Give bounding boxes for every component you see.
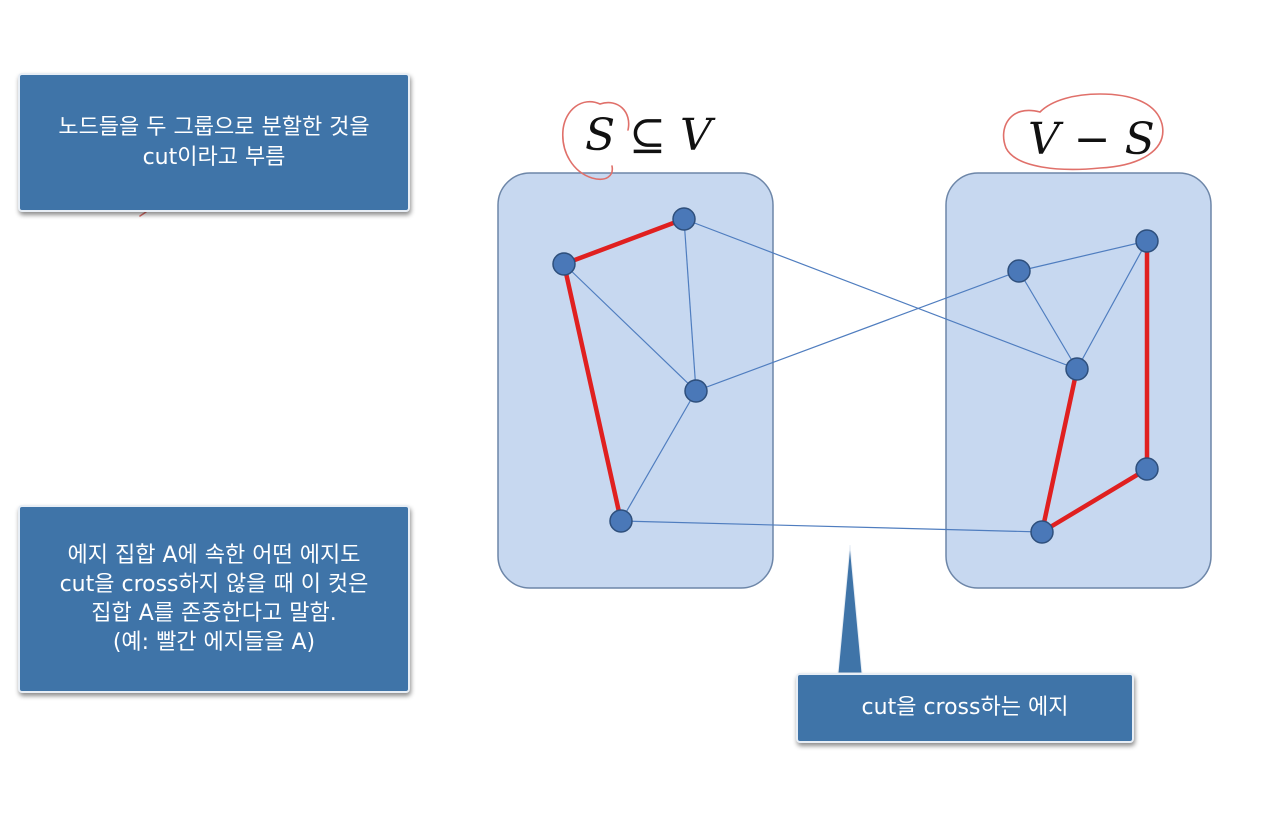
node xyxy=(684,379,708,403)
edge xyxy=(563,263,697,392)
crossing-edge xyxy=(683,218,1078,370)
node xyxy=(1065,357,1089,381)
callout-respect-definition: 에지 집합 A에 속한 어떤 에지도 cut을 cross하지 않을 때 이 컷… xyxy=(18,505,410,693)
node xyxy=(609,509,633,533)
graph-edges xyxy=(563,218,1148,533)
callout-crossing-edge: cut을 cross하는 에지 xyxy=(796,673,1134,743)
edges-in-a xyxy=(561,216,1150,535)
set-label-v-minus-s: V − S xyxy=(1028,114,1155,165)
set-label-s-subset-v: S ⊆ V xyxy=(585,110,712,161)
crossing-edge xyxy=(620,520,1043,533)
crossing-edge xyxy=(695,270,1020,392)
node xyxy=(672,207,696,231)
edge-in-a xyxy=(1039,366,1080,535)
edge-in-a xyxy=(561,261,624,524)
callout-crossing-edge-text: cut을 cross하는 에지 xyxy=(861,695,1069,721)
callout-cut-definition: 노드들을 두 그룹으로 분할한 것을 cut이라고 부름 xyxy=(18,73,410,212)
node xyxy=(1007,259,1031,283)
annotation-circle-v-minus-s xyxy=(1002,93,1164,171)
annotation-circle-s xyxy=(562,101,630,181)
node xyxy=(552,252,576,276)
callout-pointer xyxy=(837,544,863,674)
node xyxy=(1135,457,1159,481)
edge-in-a xyxy=(561,216,687,267)
node xyxy=(1135,229,1159,253)
edge-in-a xyxy=(1039,466,1150,535)
graph-nodes xyxy=(552,207,1159,544)
edge xyxy=(1018,240,1148,272)
edge xyxy=(1018,270,1078,370)
callout-respect-line3: 집합 A를 존중한다고 말함. xyxy=(91,601,337,626)
callout-respect-line2: cut을 cross하지 않을 때 이 컷은 xyxy=(59,571,369,597)
node xyxy=(1030,520,1054,544)
callout-respect-line4: (예: 빨간 에지들을 A) xyxy=(112,630,316,656)
edge xyxy=(683,218,697,392)
callout-cut-line1: 노드들을 두 그룹으로 분할한 것을 xyxy=(58,115,370,141)
edge xyxy=(620,390,697,522)
callout-cut-line2: cut이라고 부름 xyxy=(142,144,286,170)
edge xyxy=(1076,240,1148,370)
callout-respect-line1: 에지 집합 A에 속한 어떤 에지도 xyxy=(67,542,361,568)
